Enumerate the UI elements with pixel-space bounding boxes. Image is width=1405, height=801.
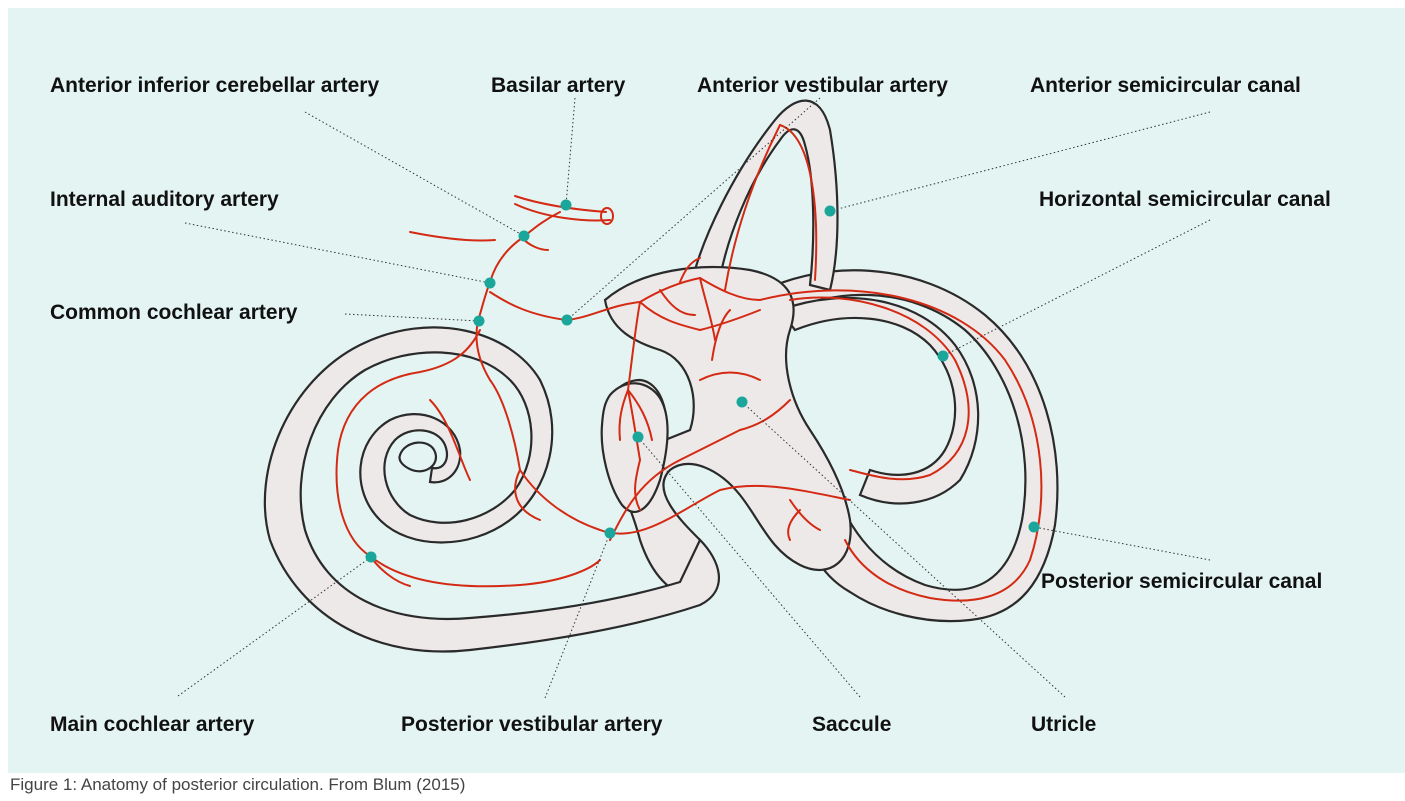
label-posterior-semicircular-canal: Posterior semicircular canal (1041, 571, 1322, 592)
label-main-cochlear-artery: Main cochlear artery (50, 714, 254, 735)
marker-horizontal-canal (938, 351, 949, 362)
marker-anterior-vestibular (562, 315, 573, 326)
marker-posterior-vestibular (605, 528, 616, 539)
label-utricle: Utricle (1031, 714, 1096, 735)
label-basilar-artery: Basilar artery (491, 75, 625, 96)
marker-saccule (633, 432, 644, 443)
marker-basilar (561, 200, 572, 211)
marker-aica (519, 231, 530, 242)
figure-caption: Figure 1: Anatomy of posterior circulati… (0, 773, 788, 801)
label-anterior-semicircular-canal: Anterior semicircular canal (1030, 75, 1301, 96)
marker-main-cochlear (366, 552, 377, 563)
label-horizontal-semicircular-canal: Horizontal semicircular canal (1039, 189, 1331, 210)
label-anterior-vestibular-artery: Anterior vestibular artery (697, 75, 948, 96)
label-common-cochlear-artery: Common cochlear artery (50, 302, 297, 323)
marker-utricle (737, 397, 748, 408)
label-anterior-inferior-cerebellar-artery: Anterior inferior cerebellar artery (50, 75, 379, 96)
marker-posterior-canal (1029, 522, 1040, 533)
marker-anterior-canal (825, 206, 836, 217)
label-saccule: Saccule (812, 714, 891, 735)
label-posterior-vestibular-artery: Posterior vestibular artery (401, 714, 662, 735)
marker-common-cochlear (474, 316, 485, 327)
marker-internal-auditory (485, 278, 496, 289)
label-internal-auditory-artery: Internal auditory artery (50, 189, 279, 210)
